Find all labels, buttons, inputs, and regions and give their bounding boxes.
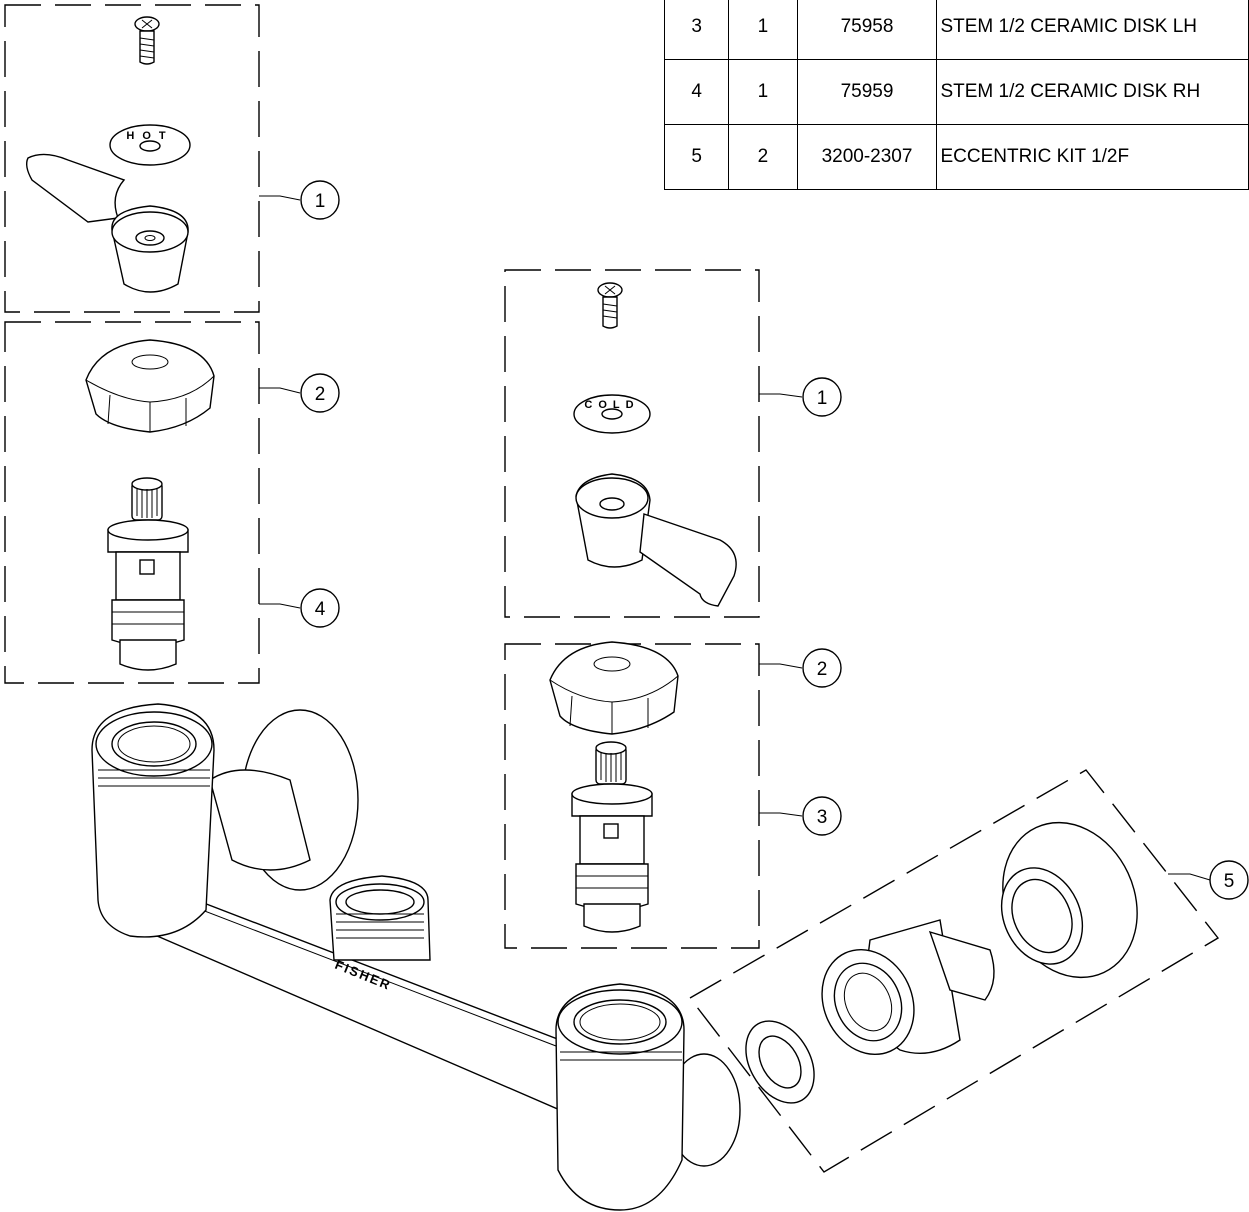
left-handle-group: HOT — [4, 4, 260, 313]
callout-4-left: 4 — [259, 588, 340, 628]
eccentric-flange — [1000, 821, 1138, 979]
callout-2-right: 2 — [759, 648, 842, 688]
right-handle-group: COLD — [504, 269, 760, 618]
left-index-button: HOT — [109, 124, 191, 166]
callout-1-left: 1 — [259, 180, 340, 220]
left-stem-cartridge — [107, 477, 189, 671]
left-lever-handle — [25, 153, 189, 293]
item-cell: 4 — [663, 59, 730, 125]
faucet-body: FISHER — [91, 703, 741, 1211]
table-row: 4 1 75959 STEM 1/2 CERAMIC DISK RH — [663, 59, 1249, 125]
qty-cell: 1 — [728, 0, 798, 60]
right-handle-kit-box — [504, 269, 760, 618]
callout-number: 1 — [315, 191, 326, 212]
left-screw — [134, 16, 160, 65]
qty-cell: 2 — [728, 124, 798, 190]
callout-number: 1 — [817, 388, 828, 409]
callout-number: 2 — [315, 384, 326, 405]
callout-3-right: 3 — [759, 796, 842, 836]
right-index-button: COLD — [573, 394, 651, 434]
callout-number: 4 — [315, 599, 326, 620]
part-number-cell: 3200-2307 — [796, 124, 938, 190]
right-screw — [597, 282, 623, 329]
table-row: 3 1 75958 STEM 1/2 CERAMIC DISK LH — [663, 0, 1249, 60]
left-valve-kit-box — [4, 321, 260, 684]
callout-2-left: 2 — [259, 373, 340, 413]
right-bonnet — [549, 641, 679, 735]
eccentric-kit-group — [688, 769, 1220, 1173]
eccentric-kit-box — [688, 769, 1220, 1173]
table-row: 5 2 3200-2307 ECCENTRIC KIT 1/2F — [663, 124, 1249, 190]
right-valve-group — [504, 641, 760, 949]
eccentric-washer — [745, 1020, 815, 1104]
callout-number: 2 — [817, 659, 828, 680]
item-cell: 3 — [663, 0, 730, 60]
left-bonnet — [85, 339, 215, 433]
callout-1-right: 1 — [759, 377, 842, 417]
qty-cell: 1 — [728, 59, 798, 125]
callout-5-kit: 5 — [1168, 860, 1249, 900]
left-valve-group — [4, 321, 260, 684]
description-cell: STEM 1/2 CERAMIC DISK LH — [936, 0, 1249, 60]
description-cell: STEM 1/2 CERAMIC DISK RH — [936, 59, 1249, 125]
eccentric-fitting — [821, 919, 995, 1056]
right-stem-cartridge — [571, 741, 653, 933]
callout-number: 5 — [1224, 871, 1235, 892]
item-cell: 5 — [663, 124, 730, 190]
left-inlet — [209, 769, 311, 871]
part-number-cell: 75958 — [796, 0, 938, 60]
description-cell: ECCENTRIC KIT 1/2F — [936, 124, 1249, 190]
cold-index-label: COLD — [584, 399, 639, 411]
hot-index-label: HOT — [126, 130, 173, 142]
callout-number: 3 — [817, 807, 828, 828]
right-lever-handle — [575, 473, 737, 607]
parts-table: 3 1 75958 STEM 1/2 CERAMIC DISK LH 4 1 7… — [663, 0, 1249, 190]
left-handle-kit-box — [4, 4, 260, 313]
